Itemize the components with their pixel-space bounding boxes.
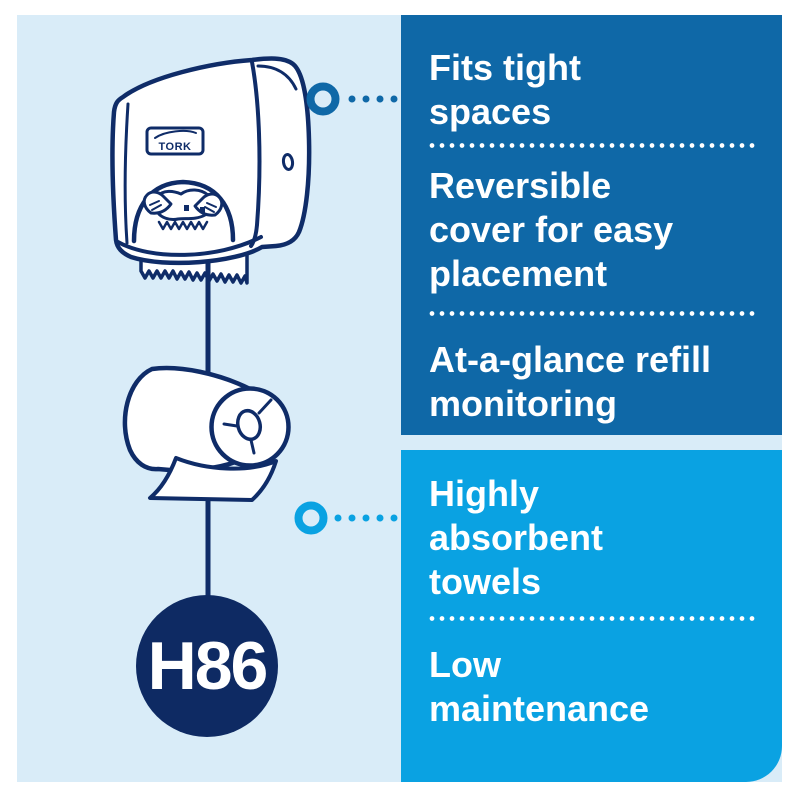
callout-dots-bottom	[334, 514, 398, 522]
feature-line: absorbent	[429, 517, 604, 558]
roll-paper-tail	[148, 456, 278, 502]
roll-core	[235, 408, 263, 442]
feature-line: Highly	[429, 473, 540, 514]
feature-line: cover for easy	[429, 209, 674, 250]
callout-ring-top	[306, 82, 340, 116]
dotted-separator	[427, 143, 759, 148]
feature-line: At-a-glance refill	[429, 339, 712, 380]
dispenser-left-inner-line	[123, 102, 130, 245]
towel-perforation-zigzag	[157, 220, 209, 231]
feature-low-maintenance: Low maintenance	[429, 643, 766, 731]
feature-line: monitoring	[429, 383, 617, 424]
feature-reversible-cover: Reversible cover for easy placement	[429, 164, 766, 296]
roll-front-face	[209, 386, 291, 468]
dispenser-keyhole	[281, 153, 295, 171]
feature-fits-tight-spaces: Fits tight spaces	[429, 46, 766, 134]
dispenser-bottom-lip	[116, 235, 263, 257]
system-badge: H86	[136, 595, 278, 737]
feature-absorbent-towels: Highly absorbent towels	[429, 472, 766, 604]
dotted-separator	[427, 616, 759, 621]
towel-dot-left	[184, 205, 189, 211]
dotted-separator	[427, 311, 759, 316]
callout-dots-top	[348, 95, 398, 103]
features-panel-primary: Fits tight spaces Reversible cover for e…	[401, 15, 782, 435]
feature-refill-monitoring: At-a-glance refill monitoring	[429, 338, 766, 426]
dispenser-top-inner-line	[256, 64, 298, 91]
callout-ring-bottom	[294, 501, 328, 535]
feature-line: maintenance	[429, 688, 650, 729]
feature-line: placement	[429, 253, 608, 294]
roll-core-ticks	[222, 398, 273, 455]
system-badge-label: H86	[147, 628, 269, 704]
feature-line: Reversible	[429, 165, 612, 206]
features-panel-secondary: Highly absorbent towels Low maintenance	[401, 450, 782, 782]
feature-line: towels	[429, 561, 542, 602]
left-hand-fingers	[149, 200, 162, 211]
feature-line: Fits tight	[429, 47, 581, 88]
feature-line: Low	[429, 644, 501, 685]
right-hand-fingers	[204, 202, 217, 213]
tork-logo-text: TORK	[159, 141, 192, 153]
towel-dot-right	[200, 207, 205, 213]
feature-line: spaces	[429, 91, 552, 132]
tork-logo-swoosh	[154, 129, 197, 139]
